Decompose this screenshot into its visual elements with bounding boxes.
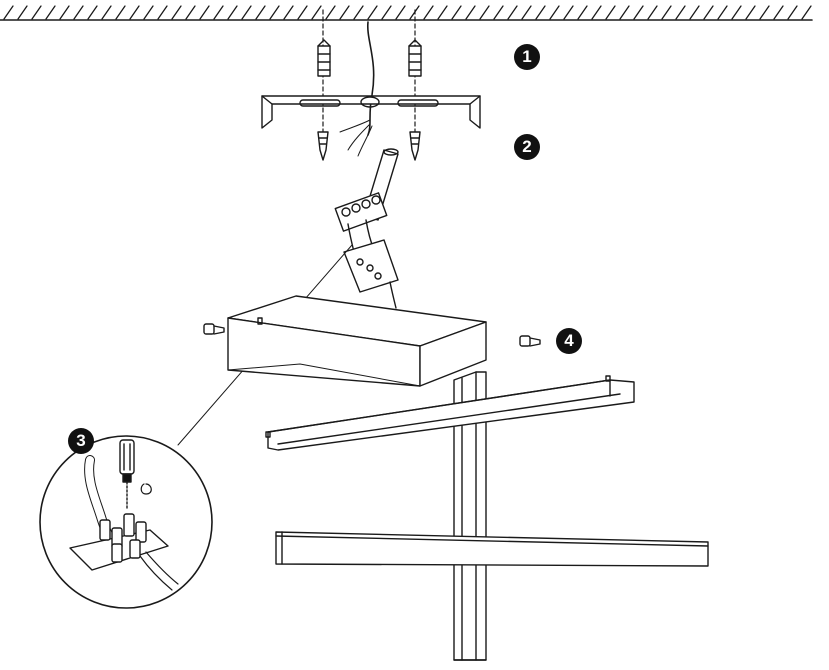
ceiling-hatch-mark bbox=[269, 5, 280, 20]
ceiling-hatch-mark bbox=[563, 5, 574, 20]
ceiling-hatch-mark bbox=[731, 5, 742, 20]
ceiling-hatch-mark bbox=[283, 5, 294, 20]
rotate-arrow-icon bbox=[140, 483, 152, 495]
ceiling-hatch-mark bbox=[465, 5, 476, 20]
ceiling-hatch-mark bbox=[297, 5, 308, 20]
ceiling-hatch-mark bbox=[143, 5, 154, 20]
ceiling-hatch-mark bbox=[255, 5, 266, 20]
screw-icon bbox=[203, 323, 225, 335]
ceiling-hatch-mark bbox=[339, 5, 350, 20]
ceiling-hatch-mark bbox=[801, 5, 812, 20]
ceiling-hatch-mark bbox=[353, 5, 364, 20]
ceiling-hatch-mark bbox=[577, 5, 588, 20]
screw-icon bbox=[519, 335, 541, 347]
ceiling-hatch-mark bbox=[717, 5, 728, 20]
ceiling-hatch-mark bbox=[675, 5, 686, 20]
ceiling-hatch-mark bbox=[493, 5, 504, 20]
ceiling-hatch-mark bbox=[423, 5, 434, 20]
wall-anchor-icon bbox=[408, 39, 422, 77]
ceiling-hatch-mark bbox=[227, 5, 238, 20]
ceiling-hatch-mark bbox=[325, 5, 336, 20]
step-badge-4: 4 bbox=[556, 328, 582, 354]
wiring-assembly bbox=[334, 148, 399, 309]
ceiling-hatch-mark bbox=[773, 5, 784, 20]
terminal-detail-circle bbox=[39, 435, 213, 609]
ceiling-hatch-mark bbox=[171, 5, 182, 20]
screwdriver-icon bbox=[119, 439, 135, 509]
supply-cable bbox=[367, 21, 375, 136]
ceiling-hatch-mark bbox=[129, 5, 140, 20]
ceiling-hatch-mark bbox=[367, 5, 378, 20]
ceiling-hatch-mark bbox=[395, 5, 406, 20]
screw-icon bbox=[317, 131, 329, 161]
ceiling-hatch-mark bbox=[185, 5, 196, 20]
mounting-bracket bbox=[261, 95, 481, 129]
ceiling-hatch-mark bbox=[87, 5, 98, 20]
ceiling-hatch-mark bbox=[535, 5, 546, 20]
led-bar-lower bbox=[275, 531, 709, 567]
ceiling-hatch-mark bbox=[311, 5, 322, 20]
ceiling-hatch-mark bbox=[479, 5, 490, 20]
ceiling bbox=[0, 5, 813, 21]
step-badge-2: 2 bbox=[514, 134, 540, 160]
ceiling-hatch-mark bbox=[115, 5, 126, 20]
ceiling-hatch-mark bbox=[647, 5, 658, 20]
ceiling-hatch-mark bbox=[381, 5, 392, 20]
step-badge-1: 1 bbox=[514, 44, 540, 70]
ceiling-hatch-mark bbox=[591, 5, 602, 20]
ceiling-hatch-mark bbox=[157, 5, 168, 20]
step-badge-3: 3 bbox=[68, 428, 94, 454]
ceiling-hatch-mark bbox=[605, 5, 616, 20]
ceiling-hatch-mark bbox=[787, 5, 798, 20]
canopy-box bbox=[227, 295, 487, 387]
ceiling-hatch-mark bbox=[3, 5, 14, 20]
ceiling-hatch-mark bbox=[241, 5, 252, 20]
ceiling-hatch-mark bbox=[759, 5, 770, 20]
screw-icon bbox=[409, 131, 421, 161]
ceiling-hatch-mark bbox=[619, 5, 630, 20]
ceiling-hatch-mark bbox=[521, 5, 532, 20]
ceiling-hatch-mark bbox=[437, 5, 448, 20]
ceiling-hatch-mark bbox=[31, 5, 42, 20]
ceiling-hatch-mark bbox=[45, 5, 56, 20]
ceiling-hatch-mark bbox=[73, 5, 84, 20]
led-bar-upper bbox=[265, 375, 635, 451]
ceiling-hatch-mark bbox=[101, 5, 112, 20]
ceiling-hatch-mark bbox=[451, 5, 462, 20]
ceiling-hatch-mark bbox=[213, 5, 224, 20]
ceiling-hatch-mark bbox=[17, 5, 28, 20]
ceiling-hatch-mark bbox=[59, 5, 70, 20]
ceiling-hatch-mark bbox=[689, 5, 700, 20]
ceiling-hatch-mark bbox=[661, 5, 672, 20]
ceiling-hatch-mark bbox=[549, 5, 560, 20]
ceiling-hatch-mark bbox=[745, 5, 756, 20]
ceiling-hatch-mark bbox=[199, 5, 210, 20]
ceiling-hatch-mark bbox=[507, 5, 518, 20]
ceiling-hatch-mark bbox=[703, 5, 714, 20]
wall-anchor-icon bbox=[317, 39, 331, 77]
ceiling-hatch-mark bbox=[633, 5, 644, 20]
terminal-block bbox=[69, 513, 169, 571]
